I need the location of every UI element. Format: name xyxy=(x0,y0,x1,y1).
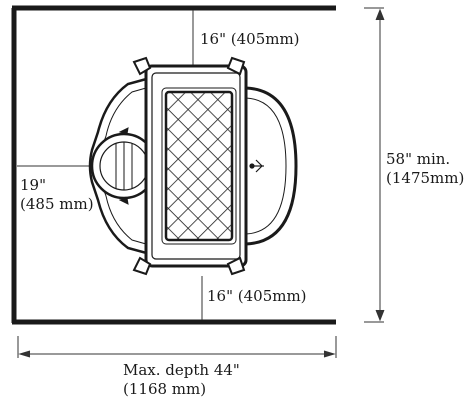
stove-feet xyxy=(132,56,246,276)
alcove-walls xyxy=(11,5,336,325)
clearance-lines xyxy=(17,10,203,320)
door-swing-arc xyxy=(245,86,298,246)
height-label: 58" min. (1475mm) xyxy=(386,150,465,187)
depth-dimension xyxy=(17,336,337,358)
height-dimension xyxy=(364,7,385,323)
side-clearance-label: 19" (485 mm) xyxy=(20,176,94,213)
bottom-clearance-label: 16" (405mm) xyxy=(207,287,307,305)
glass-window xyxy=(164,90,234,242)
stove-top-view xyxy=(88,56,298,276)
top-clearance-label: 16" (405mm) xyxy=(200,30,300,48)
door-handle-icon xyxy=(249,159,264,173)
depth-label: Max. depth 44" (1168 mm) xyxy=(123,361,240,398)
flue-collar xyxy=(90,127,158,205)
